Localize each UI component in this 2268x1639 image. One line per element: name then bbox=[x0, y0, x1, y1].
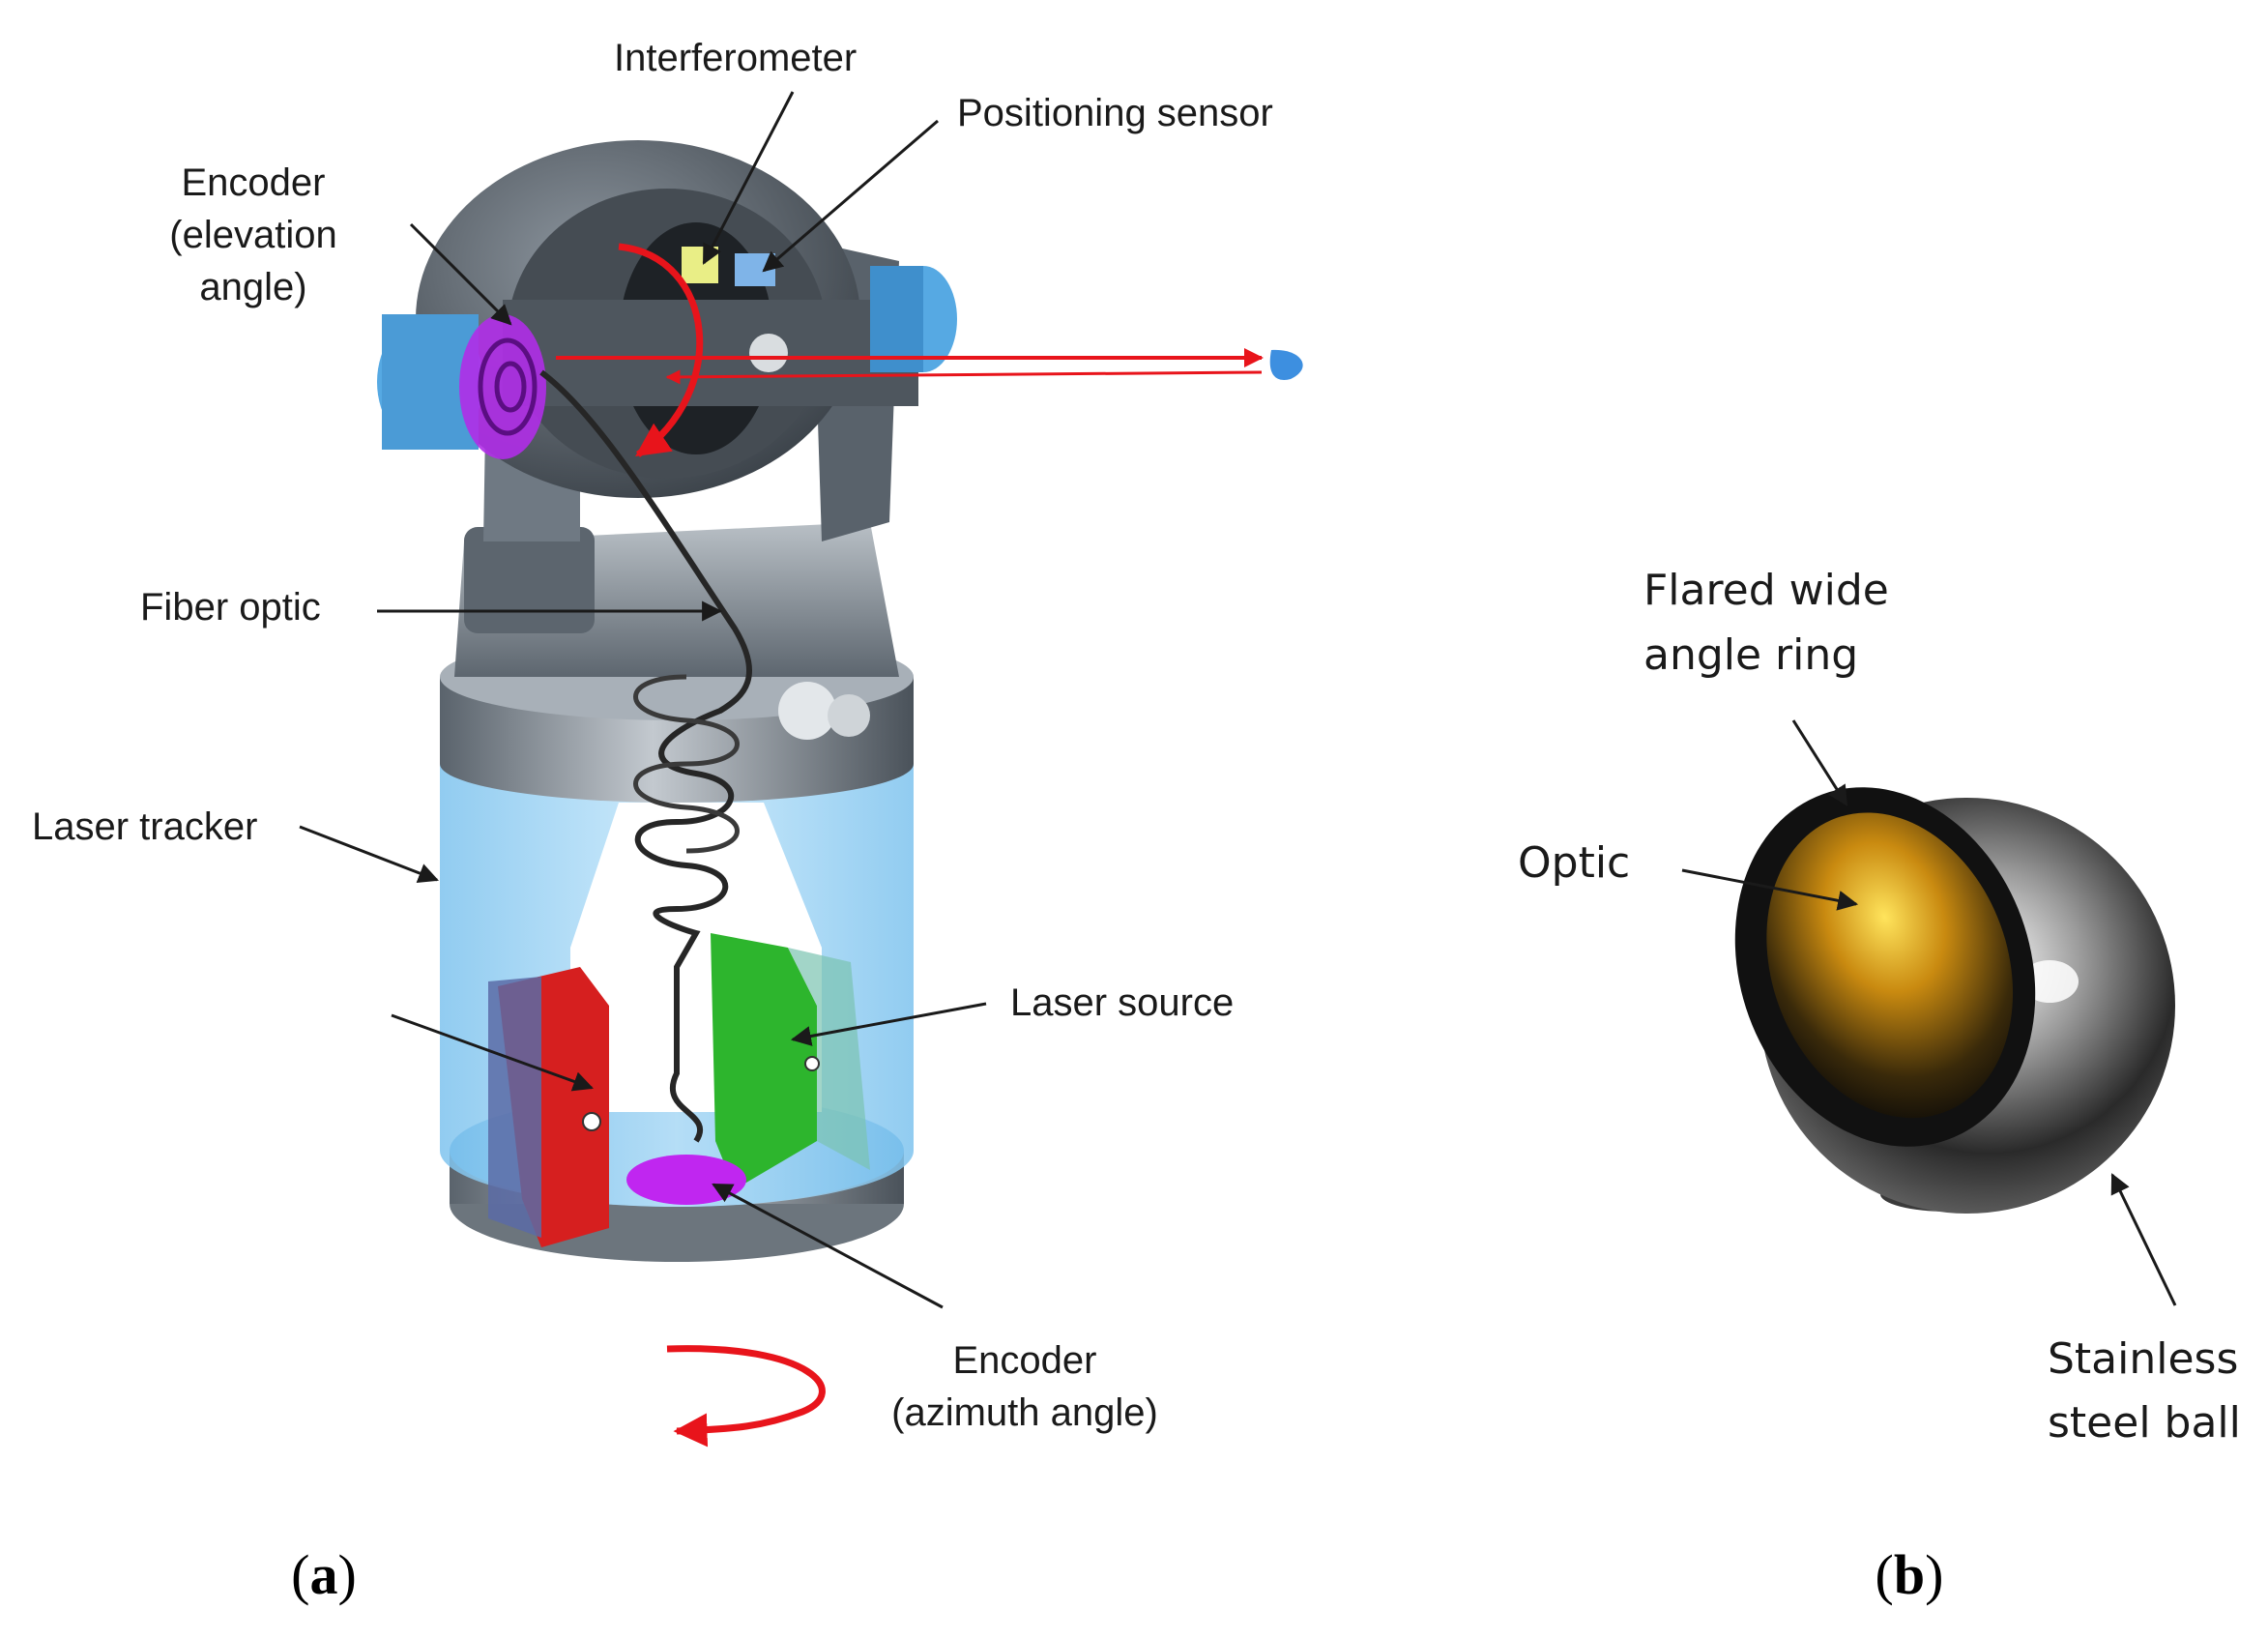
laser-source-side bbox=[788, 948, 870, 1170]
leader-flared-ring bbox=[1791, 719, 1848, 806]
laser-beam-return bbox=[665, 369, 1263, 385]
caption-b-letter: b bbox=[1894, 1543, 1925, 1606]
caption-a: (a) bbox=[291, 1543, 357, 1606]
laser-source-block bbox=[711, 933, 817, 1189]
leaders-panel-b bbox=[1681, 719, 2177, 1306]
neck-bracket bbox=[464, 527, 595, 633]
caption-b-close: ) bbox=[1925, 1543, 1943, 1606]
optic-assembly bbox=[1734, 787, 2036, 1147]
caption-b-open: ( bbox=[1875, 1543, 1894, 1606]
leaders-panel-a bbox=[299, 91, 987, 1309]
label-encoder-elevation-3: angle) bbox=[199, 266, 306, 308]
fiber-optic-cable bbox=[539, 369, 753, 1143]
laser-tracker-illustration bbox=[377, 140, 1303, 1448]
label-optic: Optic bbox=[1518, 838, 1630, 888]
neck-knob bbox=[778, 682, 836, 740]
labels-panel-b: Flared wide angle ring Optic Stainless s… bbox=[1518, 566, 2241, 1606]
fiber-coil bbox=[633, 674, 740, 854]
caption-b: (b) bbox=[1875, 1543, 1944, 1606]
smr-illustration bbox=[1734, 787, 2175, 1214]
neck-knob-2 bbox=[828, 694, 870, 737]
label-laser-source: Laser source bbox=[1010, 981, 1234, 1024]
leader-red-block bbox=[391, 1013, 594, 1092]
elevation-encoder-ring2 bbox=[494, 361, 527, 413]
label-interferometer: Interferometer bbox=[614, 37, 857, 79]
axle-cap-right-body bbox=[870, 266, 923, 372]
leader-encoder-elevation bbox=[409, 222, 512, 326]
labels-panel-a: Interferometer Positioning sensor Encode… bbox=[32, 37, 1273, 1606]
axle bbox=[503, 300, 918, 406]
azimuth-encoder-disc bbox=[626, 1155, 746, 1205]
label-flared-line1: Flared wide bbox=[1643, 566, 1889, 615]
label-fiber-optic: Fiber optic bbox=[140, 586, 321, 629]
red-block-port bbox=[582, 1112, 601, 1131]
leader-laser-tracker bbox=[299, 825, 439, 883]
caption-a-close: ) bbox=[338, 1543, 357, 1606]
label-positioning-sensor: Positioning sensor bbox=[957, 92, 1273, 134]
interferometer-block bbox=[682, 247, 718, 283]
label-steel-line2: steel ball bbox=[2048, 1398, 2241, 1448]
azimuth-rotation-arrow bbox=[666, 1345, 826, 1448]
beam-aperture bbox=[749, 334, 788, 372]
caption-a-letter: a bbox=[310, 1543, 338, 1606]
label-laser-tracker: Laser tracker bbox=[32, 805, 257, 848]
caption-a-open: ( bbox=[291, 1543, 309, 1606]
leader-steel-ball bbox=[2110, 1173, 2177, 1306]
label-encoder-azimuth-1: Encoder bbox=[953, 1339, 1097, 1382]
leader-interferometer bbox=[702, 91, 795, 265]
elevation-rotation-arrow bbox=[618, 243, 704, 457]
laser-source-port bbox=[804, 1056, 820, 1071]
optic-glass bbox=[1766, 812, 2014, 1119]
label-encoder-elevation-1: Encoder bbox=[182, 161, 326, 204]
elevation-encoder-ring1 bbox=[478, 337, 538, 436]
label-steel-line1: Stainless bbox=[2048, 1334, 2238, 1384]
label-flared-line2: angle ring bbox=[1643, 630, 1858, 680]
leader-laser-source bbox=[790, 1002, 987, 1046]
red-block-shadow bbox=[488, 977, 541, 1238]
positioning-sensor-block bbox=[735, 253, 775, 286]
leader-optic bbox=[1681, 868, 1859, 911]
label-encoder-azimuth-2: (azimuth angle) bbox=[891, 1391, 1158, 1434]
label-encoder-elevation-2: (elevation bbox=[169, 214, 336, 256]
leader-encoder-azimuth bbox=[712, 1183, 944, 1309]
leader-positioning-sensor bbox=[762, 119, 939, 273]
reflector-target bbox=[1269, 349, 1303, 380]
